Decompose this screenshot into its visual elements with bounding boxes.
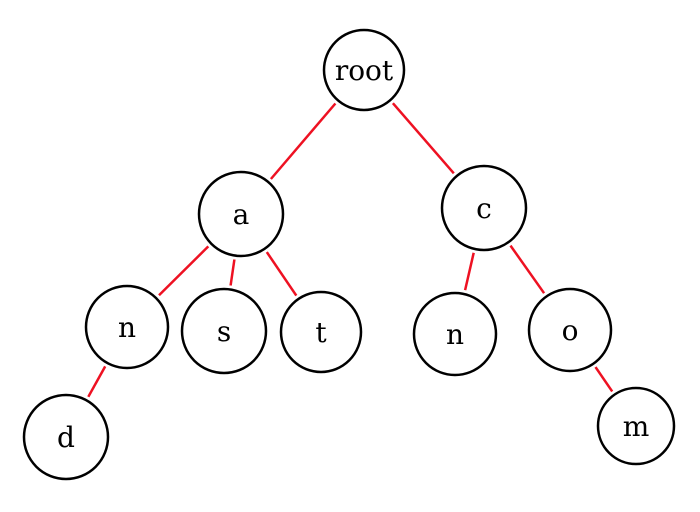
node-label-m: m — [623, 410, 650, 443]
node-circle-a — [197, 170, 285, 258]
edge-o-m — [594, 366, 614, 393]
node-label-o: o — [562, 314, 579, 347]
node-a: a — [197, 170, 285, 258]
node-label-s: s — [217, 315, 231, 348]
node-n1: n — [84, 284, 170, 370]
node-circle-root — [322, 28, 406, 112]
node-c: c — [440, 164, 528, 252]
node-label-d: d — [57, 421, 75, 454]
node-label-n2: n — [446, 318, 464, 351]
node-t: t — [279, 290, 363, 374]
node-circle-n2 — [412, 291, 498, 377]
edge-a-t — [265, 251, 298, 297]
node-circle-d — [22, 393, 110, 481]
node-d: d — [22, 393, 110, 481]
edge-a-n1 — [158, 245, 210, 297]
node-circle-m — [596, 386, 676, 466]
node-root: root — [322, 28, 406, 112]
node-label-c: c — [476, 192, 492, 225]
edge-a-s — [229, 259, 236, 286]
edge-c-n2 — [463, 252, 475, 291]
edge-root-a — [269, 102, 337, 180]
edge-n1-d — [87, 365, 107, 398]
edge-root-c — [391, 102, 455, 175]
node-n2: n — [412, 291, 498, 377]
edge-c-o — [509, 244, 546, 294]
node-label-t: t — [315, 316, 327, 349]
edges-layer — [87, 102, 614, 398]
node-s: s — [180, 287, 268, 375]
node-circle-c — [440, 164, 528, 252]
node-o: o — [527, 287, 613, 373]
node-circle-n1 — [84, 284, 170, 370]
node-circle-t — [279, 290, 363, 374]
node-circle-o — [527, 287, 613, 373]
node-label-root: root — [335, 54, 394, 87]
node-circle-s — [180, 287, 268, 375]
node-label-a: a — [233, 198, 250, 231]
node-label-n1: n — [118, 311, 136, 344]
node-m: m — [596, 386, 676, 466]
nodes-layer: root a c n s t n o d m — [22, 28, 676, 481]
